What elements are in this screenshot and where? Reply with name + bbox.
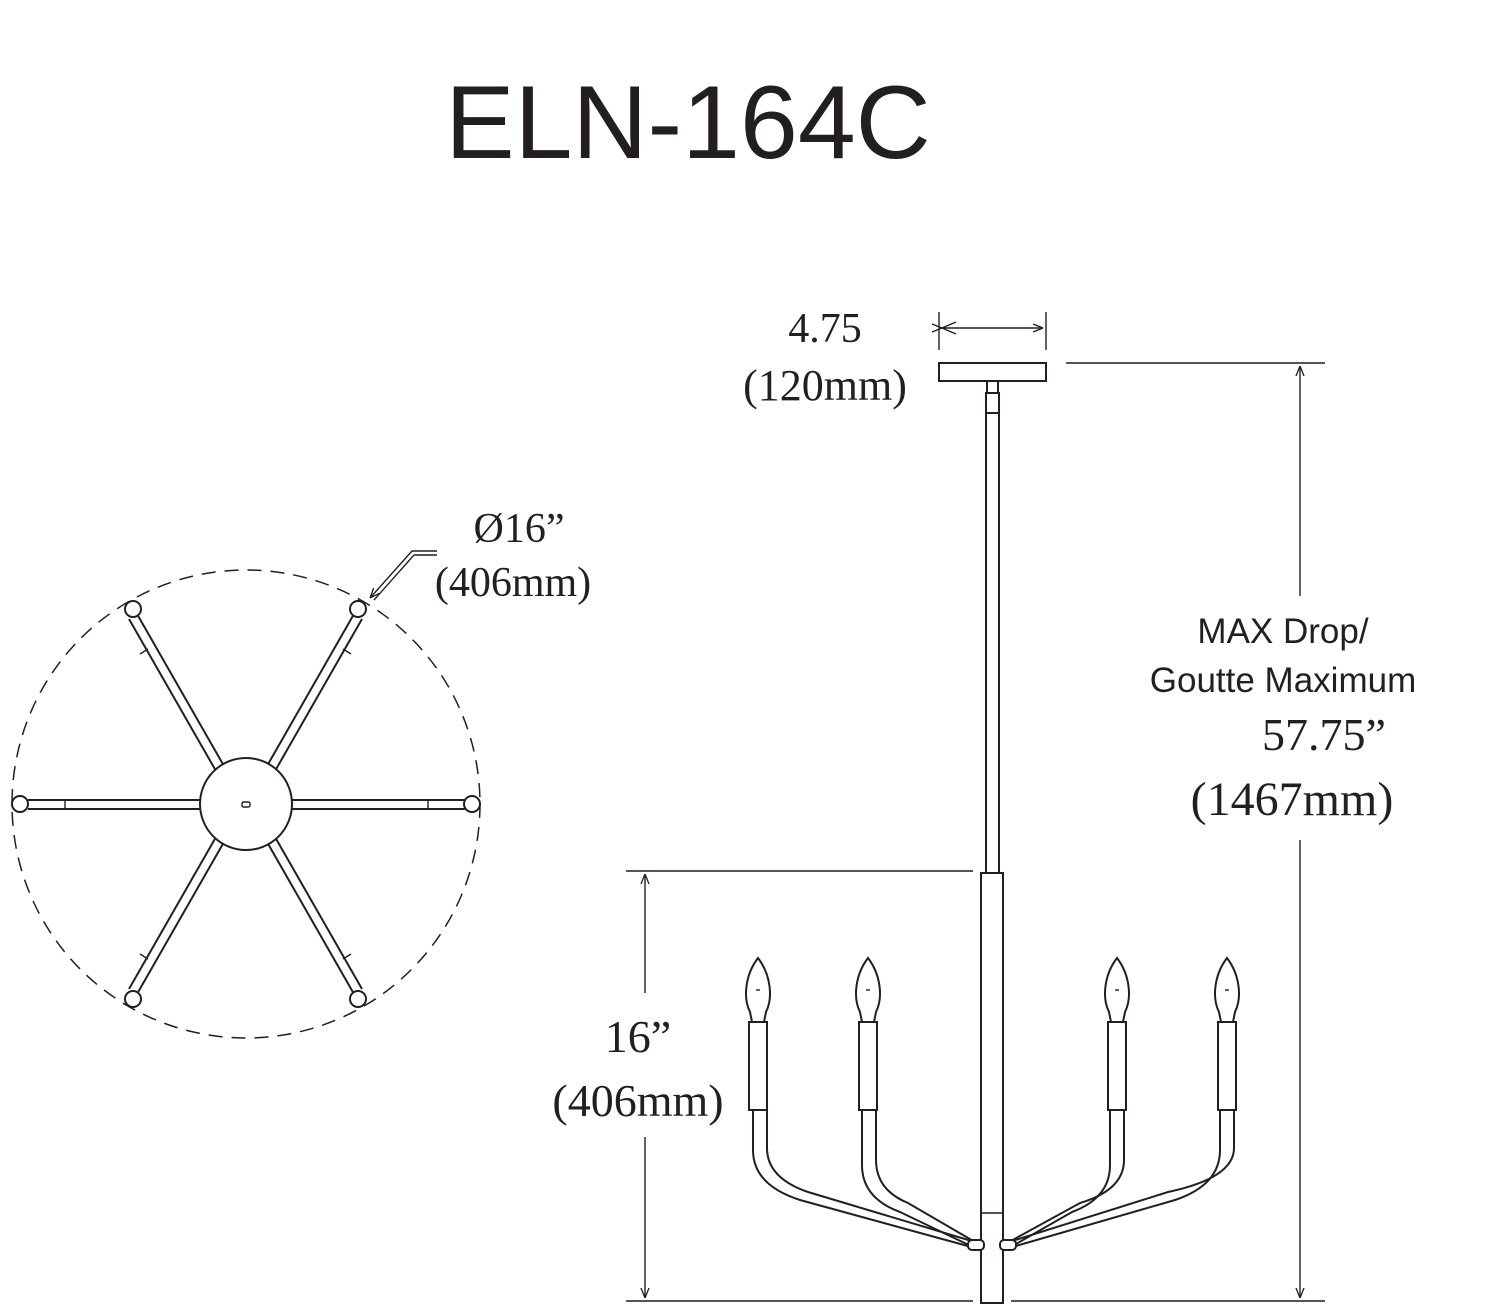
max-drop-label-line2: Goutte Maximum (1150, 661, 1416, 700)
body-height-mm-label: (406mm) (552, 1075, 723, 1126)
hub-center-mark (241, 801, 251, 808)
diameter-leader-line (370, 550, 437, 598)
canopy-width-inches-label: 4.75 (788, 306, 862, 352)
canopy (938, 362, 1047, 382)
arm-upper-right (266, 613, 363, 772)
max-drop-mm-label: (1467mm) (1191, 773, 1394, 826)
side-view: 4.75 (120mm) (552, 306, 1416, 1304)
center-column (980, 872, 1004, 1304)
arm-lower-right (266, 836, 363, 995)
top-view-candle-tips (11, 600, 481, 1008)
top-view: Ø16” (406mm) (11, 506, 591, 1039)
diameter-inches-label: Ø16” (474, 506, 565, 552)
side-view-arms (752, 1110, 1235, 1251)
canopy-nipple (986, 380, 999, 394)
arm-upper-left (128, 613, 225, 772)
max-drop-label-line1: MAX Drop/ (1197, 612, 1368, 651)
top-view-arms (28, 613, 465, 995)
center-hub (199, 757, 293, 851)
diameter-mm-label: (406mm) (435, 560, 591, 606)
body-height-dimension (626, 870, 973, 1302)
canopy-width-mm-label: (120mm) (743, 361, 907, 410)
candle-sleeves (748, 1021, 1237, 1111)
max-drop-inches-label: 57.75” (1262, 709, 1386, 760)
arm-left (28, 799, 201, 810)
candle-bulbs (745, 956, 1240, 1023)
arm-right (292, 799, 465, 810)
max-drop-dimension (1011, 362, 1325, 1302)
canopy-width-dimension (939, 312, 1047, 350)
swivel-joint (985, 392, 1000, 414)
body-height-inches-label: 16” (605, 1011, 671, 1062)
model-title: ELN-164C (445, 65, 931, 181)
arm-lower-left (128, 836, 225, 995)
stem-rod (985, 412, 1000, 874)
